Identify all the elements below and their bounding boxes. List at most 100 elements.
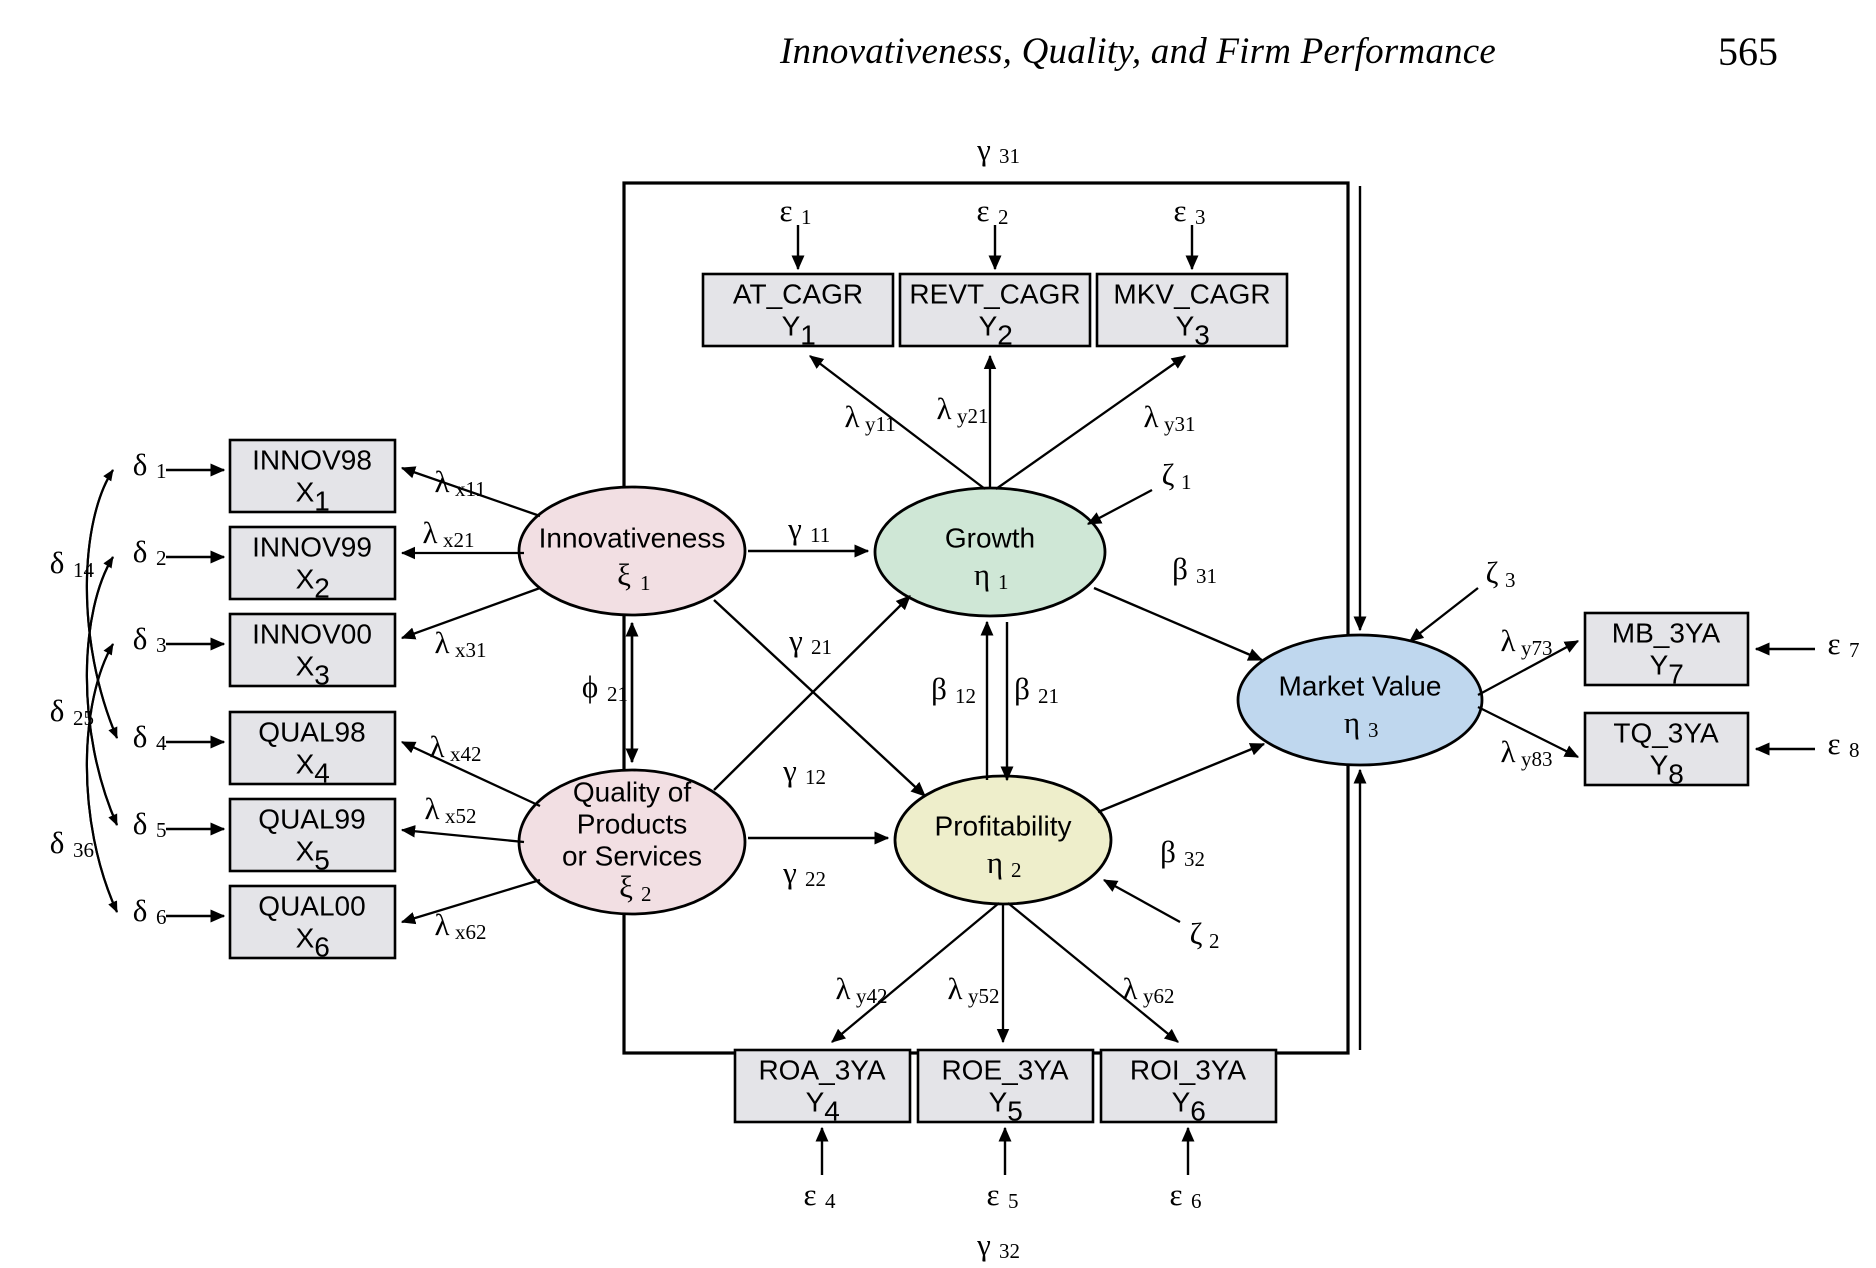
latent-quality: Quality of Products or Services ξ 2 — [517, 768, 747, 916]
latent-label-quality-1: Quality of — [573, 776, 691, 807]
lambda-y42-symbol: λ — [835, 971, 850, 1006]
indicator-var-y2: Y — [979, 310, 998, 341]
epsilon-4-sub: 4 — [825, 1189, 836, 1213]
gamma-12-sub: 12 — [805, 765, 826, 789]
epsilon-3-sub: 3 — [1195, 205, 1206, 229]
gamma-21-path — [713, 599, 926, 797]
latent-innovativeness: Innovativeness ξ 1 — [517, 485, 747, 617]
indicator-box-x2: INNOV99 X 2 — [228, 525, 397, 603]
beta-21-symbol: β — [1014, 671, 1030, 706]
lambda-y-bottom-labels: λ y42 λ y52 λ y62 — [835, 971, 1174, 1008]
latent-symbol-xi1-sub: 1 — [640, 571, 651, 595]
lambda-x11-symbol: λ — [434, 464, 449, 499]
latent-symbol-xi2-sub: 2 — [641, 882, 652, 906]
gamma-21-symbol: γ — [788, 623, 803, 658]
delta-36-sub: 36 — [73, 838, 94, 862]
right-indicator-group: MB_3YA Y 7 TQ_3YA Y 8 — [1583, 611, 1750, 789]
indicator-sub-y5: 5 — [1007, 1095, 1023, 1126]
lambda-y11-symbol: λ — [844, 399, 859, 434]
epsilon-6-sub: 6 — [1191, 1189, 1202, 1213]
epsilon-top-arrows — [791, 225, 1199, 271]
lambda-y42-sub: y42 — [856, 984, 888, 1008]
indicator-box-x3: INNOV00 X 3 — [228, 612, 397, 690]
zeta-arrows — [1086, 488, 1479, 924]
delta-labels: δ 1 δ 2 δ 3 δ 4 δ 5 δ 6 — [133, 447, 167, 929]
indicator-name-y6: ROI_3YA — [1130, 1054, 1247, 1085]
lambda-x62-sub: x62 — [455, 920, 487, 944]
indicator-var-x2: X — [296, 563, 315, 594]
lambda-x62-symbol: λ — [434, 907, 449, 942]
indicator-box-y5: ROE_3YA Y 5 — [916, 1048, 1095, 1126]
indicator-sub-y6: 6 — [1190, 1095, 1206, 1126]
indicator-name-x2: INNOV99 — [252, 531, 372, 562]
indicator-box-y4: ROA_3YA Y 4 — [733, 1048, 912, 1126]
latent-symbol-eta1-sub: 1 — [998, 570, 1009, 594]
beta-21-sub: 21 — [1038, 684, 1059, 708]
indicator-sub-x2: 2 — [314, 572, 330, 603]
zeta-3-arrow — [1409, 587, 1479, 642]
latent-market-value: Market Value η 3 — [1236, 633, 1484, 767]
zeta-1-symbol: ζ — [1162, 457, 1175, 492]
lambda-y21-sub: y21 — [957, 404, 989, 428]
indicator-var-x6: X — [296, 922, 315, 953]
indicator-name-y8: TQ_3YA — [1613, 717, 1719, 748]
top-indicator-group: AT_CAGR Y 1 REVT_CAGR Y 2 MKV_CAGR Y 3 — [701, 272, 1289, 350]
lambda-y-right-arrows — [1477, 639, 1580, 759]
lambda-x11-sub: x11 — [455, 477, 486, 501]
gamma-31-symbol: γ — [976, 132, 991, 167]
latent-label-quality-3: or Services — [562, 840, 702, 871]
epsilon-2-sub: 2 — [998, 205, 1009, 229]
latent-symbol-eta1: η — [974, 557, 990, 592]
lambda-x-labels: λ x11 λ x21 λ x31 λ x42 λ x52 λ x62 — [422, 464, 486, 944]
gamma-31-sub: 31 — [999, 144, 1020, 168]
latent-symbol-xi1: ξ — [617, 557, 631, 592]
indicator-var-x5: X — [296, 835, 315, 866]
phi-21-sub: 21 — [607, 682, 628, 706]
lambda-y11-sub: y11 — [865, 412, 896, 436]
gamma-22-sub: 22 — [805, 867, 826, 891]
lambda-y83-sub: y83 — [1521, 747, 1553, 771]
page-header: Innovativeness, Quality, and Firm Perfor… — [0, 14, 1876, 74]
beta-31-path — [1093, 586, 1264, 662]
delta-5-sub: 5 — [156, 818, 167, 842]
indicator-box-x1: INNOV98 X 1 — [228, 438, 397, 516]
indicator-sub-x1: 1 — [314, 485, 330, 516]
page-number: 565 — [1718, 29, 1778, 74]
indicator-sub-y2: 2 — [997, 319, 1013, 350]
delta-14-arc-down — [85, 469, 119, 739]
lambda-y-bottom-arrows — [831, 902, 1179, 1044]
latent-growth: Growth η 1 — [873, 486, 1107, 618]
bottom-indicator-group: ROA_3YA Y 4 ROE_3YA Y 5 ROI_3YA Y 6 — [733, 1048, 1278, 1126]
indicator-name-y2: REVT_CAGR — [909, 278, 1080, 309]
lambda-y-top-labels: λ y11 λ y21 λ y31 — [844, 391, 1195, 436]
delta-3-symbol: δ — [133, 621, 148, 656]
zeta-1-sub: 1 — [1181, 470, 1192, 494]
delta-covariance-labels: δ 14 δ 25 δ 36 — [50, 545, 95, 862]
delta-14-sub: 14 — [73, 558, 95, 582]
epsilon-top-labels: ε 1 ε 2 ε 3 — [779, 193, 1205, 229]
indicator-box-y1: AT_CAGR Y 1 — [701, 272, 895, 350]
latent-symbol-xi2: ξ — [619, 869, 633, 904]
indicator-box-y8: TQ_3YA Y 8 — [1583, 711, 1750, 789]
indicator-var-x3: X — [296, 650, 315, 681]
lambda-x52-sub: x52 — [445, 804, 477, 828]
epsilon-8-symbol: ε — [1827, 726, 1840, 761]
latent-label-quality-2: Products — [577, 808, 688, 839]
delta-25-symbol: δ — [50, 693, 65, 728]
gamma-21-sub: 21 — [811, 635, 832, 659]
indicator-box-x5: QUAL99 X 5 — [228, 797, 397, 875]
beta-labels: β 12 β 21 β 31 β 32 — [931, 551, 1217, 871]
latent-label-market-value: Market Value — [1279, 670, 1442, 701]
lambda-x-arrows — [400, 466, 541, 925]
gamma-paths — [713, 186, 1367, 1050]
indicator-name-y4: ROA_3YA — [758, 1054, 885, 1085]
indicator-var-y1: Y — [782, 310, 801, 341]
gamma-12-path — [713, 595, 911, 791]
latent-label-profitability: Profitability — [935, 810, 1072, 841]
indicator-box-y2: REVT_CAGR Y 2 — [898, 272, 1092, 350]
indicator-var-y4: Y — [806, 1086, 825, 1117]
beta-31-symbol: β — [1172, 551, 1188, 586]
delta-14-symbol: δ — [50, 545, 65, 580]
